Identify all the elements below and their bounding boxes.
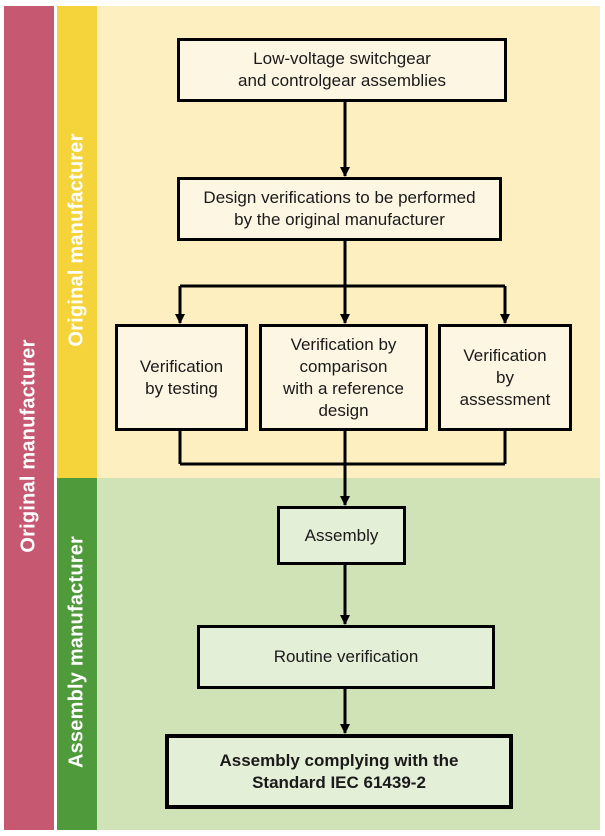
node-design-verifications: Design verifications to be performed by … bbox=[177, 177, 502, 241]
node-final-assembly: Assembly complying with the Standard IEC… bbox=[165, 734, 513, 809]
node-verification-comparison: Verification by comparison with a refere… bbox=[259, 324, 428, 431]
node-verification-assessment: Verification by assessment bbox=[438, 324, 572, 431]
node-routine-verification: Routine verification bbox=[197, 625, 495, 689]
lower-manufacturer-band bbox=[57, 478, 97, 830]
upper-manufacturer-band bbox=[57, 6, 97, 478]
outer-manufacturer-band bbox=[4, 6, 54, 830]
node-verification-testing: Verification by testing bbox=[115, 324, 248, 431]
node-assembly: Assembly bbox=[277, 506, 406, 565]
node-switchgear-assemblies: Low-voltage switchgear and controlgear a… bbox=[177, 38, 507, 102]
